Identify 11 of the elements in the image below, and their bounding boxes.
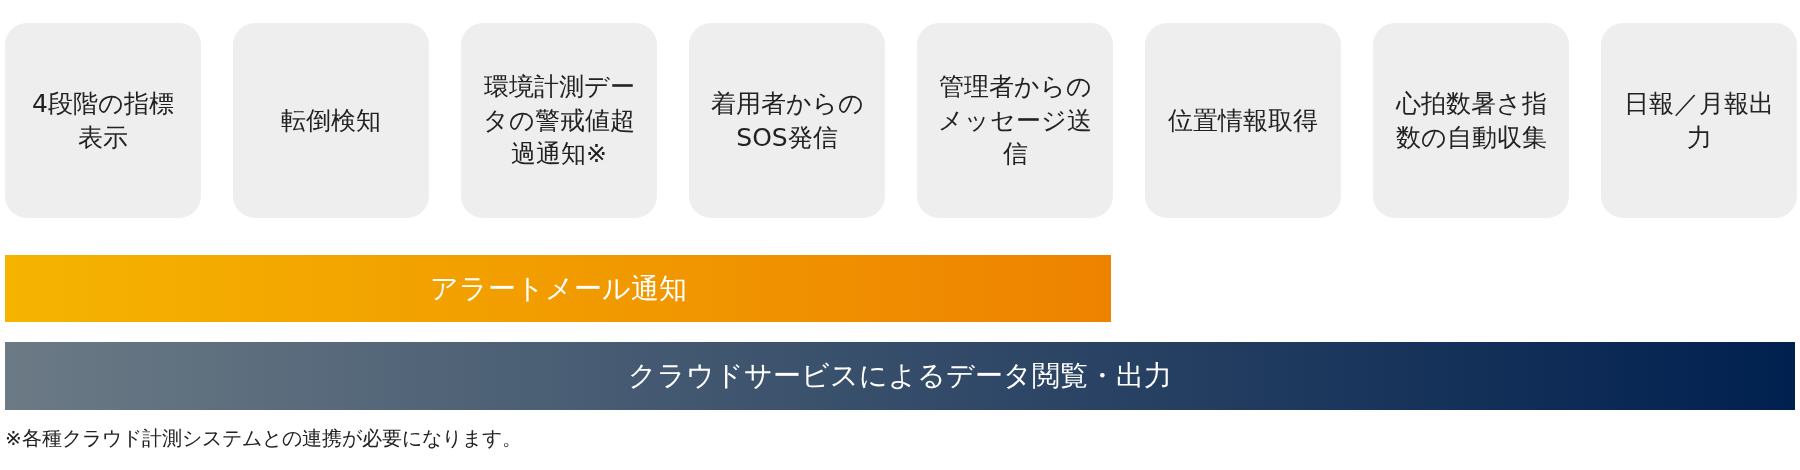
feature-card: 日報／月報出力 <box>1601 23 1797 218</box>
feature-card: 心拍数暑さ指数の自動収集 <box>1373 23 1569 218</box>
feature-card: 転倒検知 <box>233 23 429 218</box>
feature-card: 管理者からのメッセージ送信 <box>917 23 1113 218</box>
feature-card: 着用者からのSOS発信 <box>689 23 885 218</box>
cloud-band: クラウドサービスによるデータ閲覧・出力 <box>5 342 1795 410</box>
footnote: ※各種クラウド計測システムとの連携が必要になります。 <box>5 425 522 452</box>
feature-card: 4段階の指標表示 <box>5 23 201 218</box>
feature-card: 位置情報取得 <box>1145 23 1341 218</box>
feature-card: 環境計測データの警戒値超過通知※ <box>461 23 657 218</box>
alert-band: アラートメール通知 <box>5 255 1111 322</box>
